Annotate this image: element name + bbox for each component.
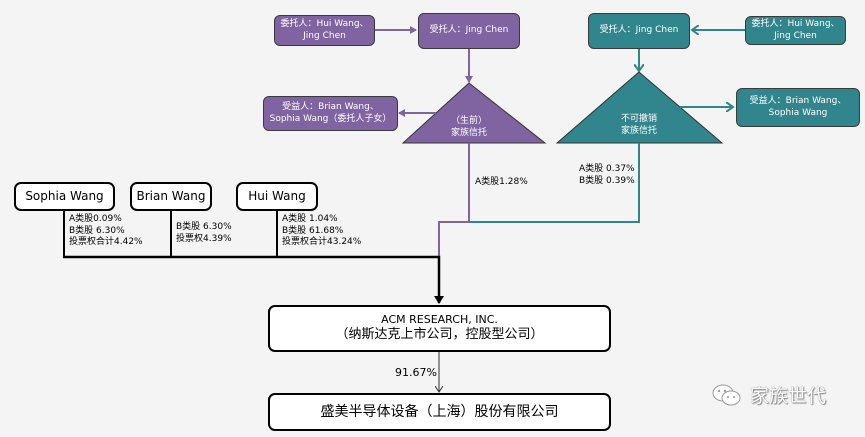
parent-company-box: ACM RESEARCH, INC. （纳斯达克上市公司，控股型公司） — [268, 305, 611, 352]
watermark: 家族世代 — [712, 381, 826, 408]
teal-trust-holding: A类股 0.37% B类股 0.39% — [579, 164, 635, 187]
purple-trustee-box: 受托人：Jing Chen — [418, 13, 520, 49]
teal-holding-line — [469, 143, 640, 223]
brian-holdings: B类股 6.30% 投票权4.39% — [176, 222, 232, 245]
parent-company-name: ACM RESEARCH, INC. — [381, 312, 498, 326]
hui-holdings: A类股 1.04% B类股 61.68% 投票权合计43.24% — [282, 214, 361, 249]
teal-beneficiary-label: 受益人：Brian Wang、Sophia Wang — [749, 95, 847, 118]
purple-trust-holding: A类股1.28% — [475, 177, 528, 187]
person-name: Brian Wang — [136, 188, 206, 203]
purple-beneficiary-box: 受益人：Brian Wang、Sophia Wang（委托人子女） — [263, 96, 398, 131]
person-box-hui: Hui Wang — [236, 182, 318, 211]
teal-trustee-label: 受托人：Jing Chen — [599, 25, 679, 36]
teal-trust-line1: 不可撤销 — [620, 114, 657, 124]
purple-trust-line2: 家族信托 — [450, 128, 487, 139]
subsidiary-name: 盛美半导体设备（上海）股份有限公司 — [320, 403, 559, 420]
purple-beneficiary-label: 受益人：Brian Wang、Sophia Wang（委托人子女） — [269, 101, 392, 124]
ownership-percentage: 91.67% — [395, 366, 437, 379]
combined-holding-line — [63, 255, 444, 304]
holding-line: B类股 6.30% — [69, 225, 125, 236]
holding-line: A类股0.09% — [69, 214, 122, 224]
sophia-holdings: A类股0.09% B类股 6.30% 投票权合计4.42% — [69, 214, 143, 249]
teal-holding-a: A类股 0.37% — [579, 164, 635, 174]
purple-trustee-label: 受托人：Jing Chen — [429, 25, 509, 36]
person-box-sophia: Sophia Wang — [14, 182, 115, 211]
teal-beneficiary-box: 受益人：Brian Wang、Sophia Wang — [736, 88, 860, 127]
teal-holding-b: B类股 0.39% — [579, 175, 635, 186]
purple-settlor-label: 委托人：Hui Wang、Jing Chen — [280, 18, 369, 41]
person-box-brian: Brian Wang — [130, 182, 212, 211]
wechat-icon — [712, 384, 741, 405]
teal-trust-label: 不可撤销 家族信托 — [599, 113, 679, 137]
purple-holding-line — [438, 143, 470, 257]
purple-settlor-box: 委托人：Hui Wang、Jing Chen — [274, 15, 375, 46]
person-name: Sophia Wang — [25, 188, 104, 203]
teal-settlor-label: 委托人：Hui Wang、Jing Chen — [751, 18, 840, 41]
parent-company-desc: （纳斯达克上市公司，控股型公司） — [335, 327, 544, 343]
subsidiary-box: 盛美半导体设备（上海）股份有限公司 — [268, 393, 611, 431]
purple-trust-label: （生前） 家族信托 — [429, 115, 509, 139]
holding-line: 投票权4.39% — [176, 233, 232, 244]
holding-line: B类股 61.68% — [282, 225, 344, 236]
holding-line: 投票权合计43.24% — [282, 237, 362, 248]
teal-settlor-box: 委托人：Hui Wang、Jing Chen — [745, 16, 846, 45]
holding-line: B类股 6.30% — [176, 222, 232, 232]
purple-trust-line1: （生前） — [450, 116, 487, 126]
teal-trustee-box: 受托人：Jing Chen — [588, 13, 690, 49]
watermark-text: 家族世代 — [750, 385, 827, 407]
person-name: Hui Wang — [248, 188, 306, 203]
holding-line: A类股 1.04% — [282, 214, 338, 224]
teal-trust-line2: 家族信托 — [620, 126, 657, 137]
holding-line: 投票权合计4.42% — [69, 237, 143, 248]
